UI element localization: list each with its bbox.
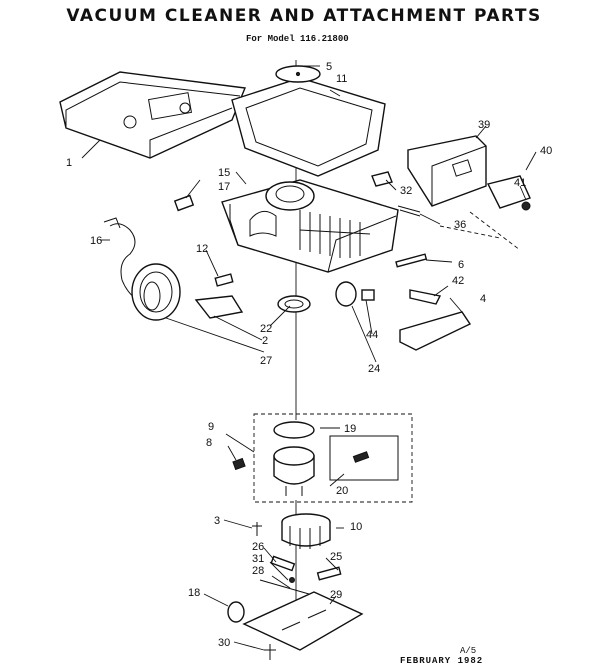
callout-22: 22 (260, 323, 272, 335)
axle-part (259, 579, 317, 597)
callout-18: 18 (188, 587, 200, 599)
handle-part (399, 311, 472, 351)
callout-27: 27 (260, 355, 272, 367)
strip-part (395, 253, 428, 268)
motor-part (273, 421, 315, 496)
footer-code: A/5 (460, 646, 477, 656)
switch-plate-part (439, 175, 531, 251)
motor-assembly-box (253, 413, 413, 503)
callout-17: 17 (218, 181, 230, 193)
callout-8: 8 (206, 437, 212, 449)
callout-41: 41 (514, 177, 526, 189)
cord-reel-part (103, 217, 181, 321)
carbon-brush-part (232, 457, 246, 471)
mount-clip-part-2 (316, 566, 342, 581)
callout-4: 4 (480, 293, 486, 305)
callout-29: 29 (330, 589, 342, 601)
exhaust-grille-part (407, 135, 487, 207)
callout-19: 19 (344, 423, 356, 435)
callout-25: 25 (330, 551, 342, 563)
callout-30: 30 (218, 637, 230, 649)
footer-date: FEBRUARY 1982 (400, 656, 484, 666)
base-screw-part (264, 644, 276, 660)
callout-6: 6 (458, 259, 464, 271)
canister-body-part (221, 179, 399, 273)
latch-part (371, 171, 393, 187)
diagram-title: VACUUM CLEANER AND ATTACHMENT PARTS (66, 6, 542, 26)
seal-ring-inner (284, 299, 304, 309)
model-number: For Model 116.21800 (246, 34, 349, 44)
hood-cover-part (59, 71, 246, 159)
callout-26: 26 (252, 541, 264, 553)
callout-15: 15 (218, 167, 230, 179)
bracket-part (194, 295, 244, 319)
callout-11: 11 (336, 73, 347, 85)
callout-32: 32 (400, 185, 412, 197)
callout-3: 3 (214, 515, 220, 527)
base-plate-part (242, 591, 364, 651)
wheel-part (227, 601, 245, 623)
callout-16: 16 (90, 235, 102, 247)
seal-ring-part (277, 295, 311, 313)
plug-part (173, 194, 195, 212)
filter-disc-center (295, 71, 301, 77)
callout-44: 44 (366, 329, 378, 341)
callout-5: 5 (326, 61, 332, 73)
connector-part (397, 205, 421, 217)
callout-labels: 1 2 3 4 5 6 8 9 10 11 12 15 16 17 18 19 … (66, 61, 552, 649)
callout-20: 20 (336, 485, 348, 497)
caster-wheel-part (335, 281, 357, 307)
callout-40: 40 (540, 145, 552, 157)
callout-2: 2 (262, 335, 268, 347)
callout-31: 31 (252, 553, 264, 565)
fan-cage-part (281, 513, 331, 549)
callout-9: 9 (208, 421, 214, 433)
callout-39: 39 (478, 119, 490, 131)
mount-clip-part (270, 555, 296, 572)
pin-part (289, 577, 295, 583)
screw-part (252, 522, 262, 536)
callout-42: 42 (452, 275, 464, 287)
switch-lever-part (409, 289, 442, 305)
gasket-frame-part (231, 77, 386, 177)
callout-36: 36 (454, 219, 466, 231)
switch-part (214, 273, 234, 287)
motor-inset-box (329, 435, 399, 481)
leader-lines (81, 65, 537, 651)
callout-24: 24 (368, 363, 380, 375)
brush-part (352, 451, 370, 463)
caster-mount-part (361, 289, 375, 301)
callout-12: 12 (196, 243, 208, 255)
base-plate-detail (281, 609, 327, 631)
callout-1: 1 (66, 157, 72, 169)
callout-10: 10 (350, 521, 362, 533)
callout-28: 28 (252, 565, 264, 577)
